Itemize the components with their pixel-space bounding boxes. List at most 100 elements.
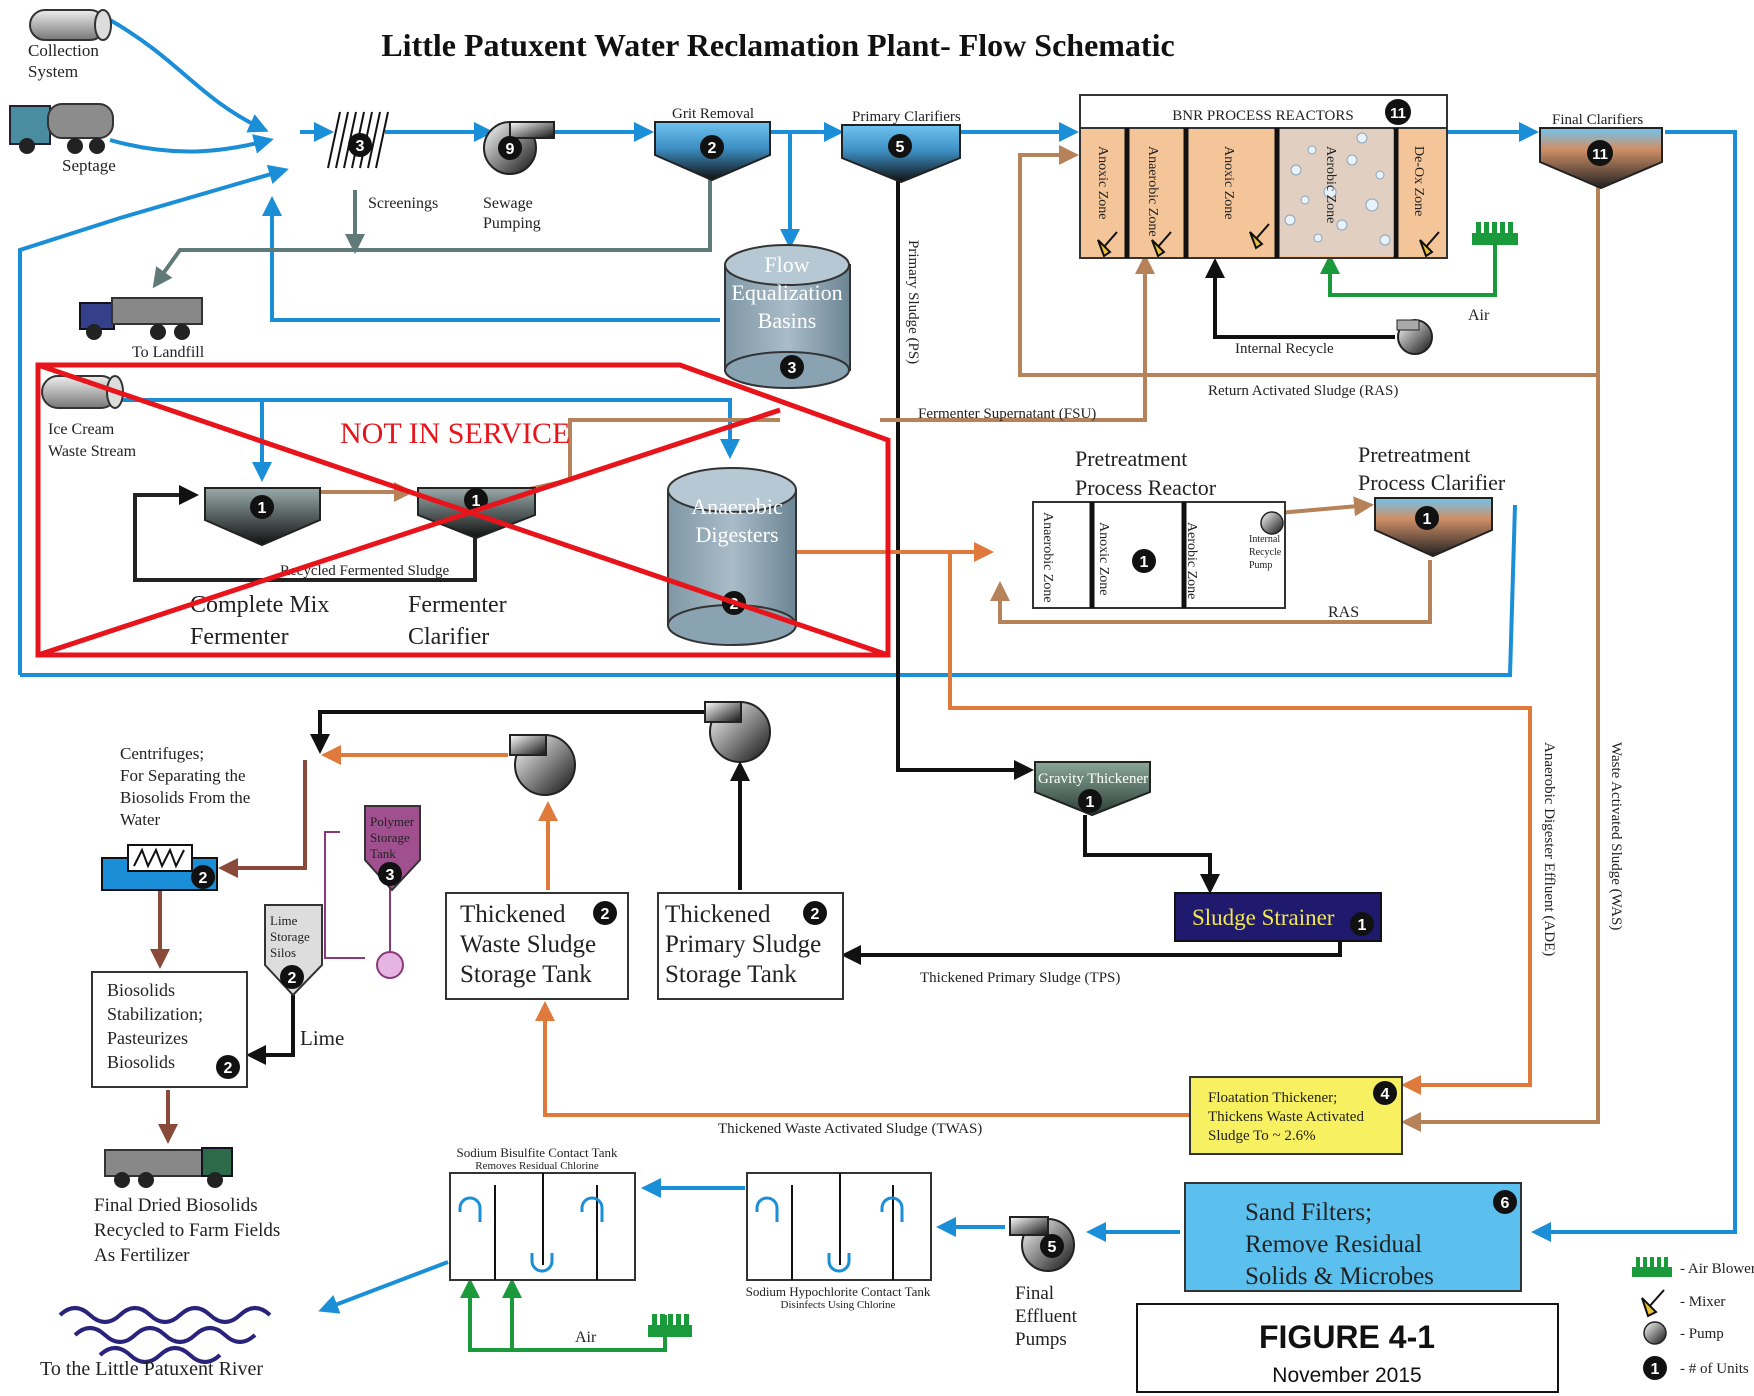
svg-text:1: 1 [1358,917,1367,934]
unit-badge: 1 [1643,1356,1667,1380]
air-label: Air [1468,307,1490,324]
pretreatment-reactor [1032,501,1286,609]
unit-badge: 6 [1493,1190,1517,1214]
svg-text:5: 5 [1048,1239,1057,1256]
screenings-label: Screenings [368,195,438,212]
figure-number: FIGURE 4-1 [1259,1319,1435,1355]
farm-truck-icon [104,1147,233,1188]
bisulfite-contact-tank [449,1172,636,1281]
zone-label: Anaerobic Zone [1040,512,1055,603]
gravity-thickener-tank [1034,761,1151,817]
flotation-thickener-box [1189,1076,1403,1155]
svg-text:11: 11 [1592,146,1608,163]
svg-text:1: 1 [258,500,267,517]
svg-text:1: 1 [1651,1361,1660,1378]
pipes [18,18,1737,1352]
zone-label: Anoxic Zone [1096,522,1111,595]
svg-text:2: 2 [601,906,610,923]
bnr-title: BNR PROCESS REACTORS [1172,108,1353,124]
to-landfill-label: To Landfill [132,344,205,361]
svg-text:2: 2 [708,140,717,157]
twas-label: Thickened Waste Activated Sludge (TWAS) [718,1121,982,1137]
unit-badge: 2 [280,965,304,989]
svg-text:6: 6 [1501,1195,1510,1212]
final-clarifiers-label: Final Clarifiers [1552,112,1643,128]
svg-text:3: 3 [788,360,797,377]
zone-label: Aerobic Zone [1184,522,1199,599]
recycled-fermented-label: Recycled Fermented Sludge [280,563,449,579]
air-bottom-label: Air [575,1329,597,1346]
air-blower-icon [648,1314,692,1337]
unit-badge: 2 [216,1055,240,1079]
unit-badge: 1 [1132,549,1156,573]
unit-badge: 5 [888,134,912,158]
collection-system-pipe [29,9,112,41]
svg-text:2: 2 [224,1060,233,1077]
svg-text:5: 5 [896,139,905,156]
unit-badge: 2 [700,135,724,159]
unit-badge: 4 [1373,1081,1397,1105]
flotation-label: Floatation Thickener;Thickens Waste Acti… [1208,1090,1364,1144]
unit-badge: 1 [1350,912,1374,936]
unit-badge: 3 [348,133,372,157]
svg-text:9: 9 [506,141,515,158]
legend-item: - Pump [1680,1326,1724,1342]
primary-sludge-label: Primary Sludge (PS) [905,240,921,364]
figure-box [1136,1303,1559,1393]
ade-label: Anaerobic Digester Effluent (ADE) [1541,742,1557,956]
unit-badge: 2 [593,901,617,925]
not-in-service-overlay [35,362,891,658]
svg-text:1: 1 [1140,554,1149,571]
svg-text:1: 1 [1086,794,1095,811]
zone-label: Aerobic Zone [1323,146,1338,223]
zone-label: Anoxic Zone [1095,146,1110,219]
mixer-icon [1641,1289,1665,1318]
air-bubbles [1284,132,1391,246]
legend-item: - Air Blower [1680,1261,1754,1277]
svg-text:1: 1 [1423,511,1432,528]
grit-removal-label: Grit Removal [672,106,754,122]
svg-text:3: 3 [356,138,365,155]
fsu-label: Fermenter Supernatant (FSU) [918,406,1096,422]
septage-label: Septage [62,156,116,175]
legend-item: - # of Units [1680,1361,1749,1377]
lime-label: Lime [300,1026,344,1050]
zone-label: Anoxic Zone [1221,146,1236,219]
sewage-pump-icon: 9 [483,121,555,175]
zone-label: De-Ox Zone [1411,146,1426,216]
lime-storage-silos [264,904,323,997]
to-river-label: To the Little Patuxent River [40,1358,263,1380]
pump-icon [1260,511,1284,535]
svg-text:2: 2 [811,906,820,923]
sludge-strainer-box [1174,892,1382,942]
unit-badge: 3 [378,862,402,886]
legend-item: - Mixer [1680,1294,1725,1310]
air-blower-icon [1472,222,1518,245]
flow-arrow-icon [755,1196,904,1273]
svg-text:3: 3 [386,867,395,884]
sludge-strainer-label: Sludge Strainer [1192,905,1335,930]
unit-badge: 2 [803,901,827,925]
tps-pump-icon [704,701,771,763]
unit-badge: 1 [1078,789,1102,813]
unit-badge: 1 [1415,506,1439,530]
flow-arrow-icon [458,1196,604,1273]
unit-badge: 2 [191,865,215,889]
ras-label: RAS [1328,604,1359,621]
internal-recycle-label: Internal Recycle [1235,341,1334,357]
